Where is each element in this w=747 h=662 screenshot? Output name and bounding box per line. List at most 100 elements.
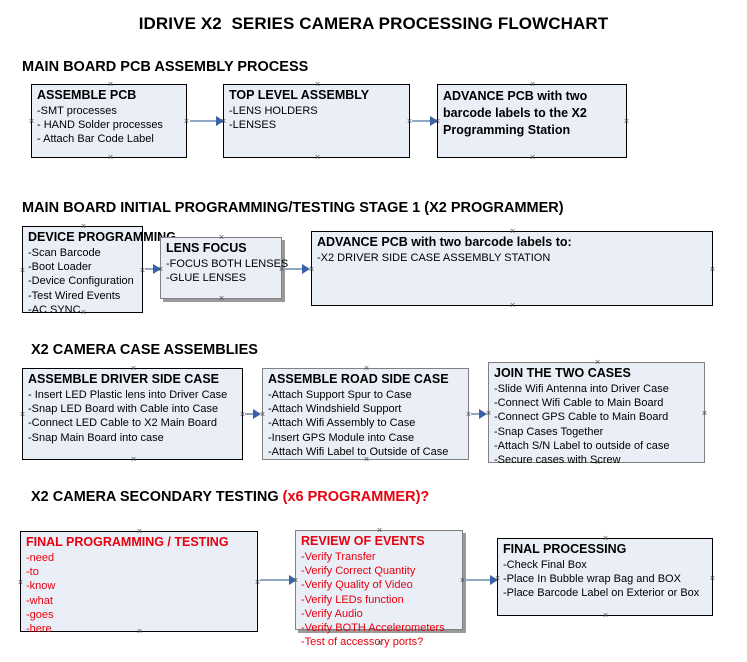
flow-box-title: REVIEW OF EVENTS (301, 534, 425, 548)
flow-box-line: -FOCUS BOTH LENSES (166, 258, 289, 270)
arrowhead-icon (253, 409, 261, 419)
connection-handle-top[interactable] (218, 234, 225, 241)
connection-handle-bottom[interactable] (107, 154, 114, 161)
flow-box-line: -Verify BOTH Accelerometers (301, 622, 445, 635)
flow-box-line: -Snap Cases Together (494, 425, 604, 438)
connection-handle-top[interactable] (314, 81, 321, 88)
flow-box-line: -Attach Windshield Support (268, 403, 402, 416)
flow-box-line: -LENS HOLDERS (229, 105, 318, 117)
flow-box-line: -LENSES (229, 119, 277, 132)
connection-handle-left[interactable] (494, 575, 501, 582)
flow-box-title: ADVANCE PCB with two barcode labels to t… (443, 89, 588, 137)
connection-handle-left[interactable] (157, 266, 164, 273)
section-heading-text: X2 CAMERA CASE ASSEMBLIES (31, 342, 258, 358)
connection-handle-top[interactable] (529, 81, 536, 88)
connection-handle-bottom[interactable] (80, 309, 87, 316)
connection-handle-top[interactable] (80, 223, 87, 230)
connection-handle-bottom[interactable] (218, 295, 225, 302)
flow-box-title: ASSEMBLE DRIVER SIDE CASE (28, 372, 220, 386)
connection-handle-left[interactable] (17, 579, 24, 586)
connector-arrow (412, 120, 434, 122)
connection-handle-bottom[interactable] (363, 456, 370, 463)
flow-box-line: -Attach Support Spur to Case (268, 389, 412, 401)
connection-handle-top[interactable] (602, 535, 609, 542)
connection-handle-bottom[interactable] (602, 612, 609, 619)
connection-handle-bottom[interactable] (314, 154, 321, 161)
flow-box-line: -Insert GPS Module into Case (268, 431, 415, 444)
flow-box-advance-pcb-to-x2-programming-station[interactable]: ADVANCE PCB with two barcode labels to t… (437, 84, 627, 158)
flow-box-line: -Attach S/N Label to outside of case (494, 439, 670, 452)
flow-box-line: -what (26, 594, 53, 607)
flow-box-line: -Scan Barcode (28, 247, 101, 259)
flow-box-line: -to (26, 566, 39, 579)
flow-box-line: -Attach Wifi Label to Outside of Case (268, 445, 449, 458)
flow-box-lens-focus[interactable]: LENS FOCUS -FOCUS BOTH LENSES -GLUE LENS… (157, 234, 289, 302)
connection-handle-bottom[interactable] (130, 456, 137, 463)
connection-handle-top[interactable] (136, 528, 143, 535)
connection-handle-left[interactable] (28, 118, 35, 125)
section-heading-text: MAIN BOARD PCB ASSEMBLY PROCESS (22, 59, 309, 75)
flow-box-line: -Secure cases with Screw (494, 454, 621, 467)
flow-box-line: -goes (26, 608, 54, 621)
connection-handle-top[interactable] (509, 228, 516, 235)
connection-handle-top[interactable] (594, 359, 601, 366)
connection-handle-left[interactable] (434, 118, 441, 125)
flow-box-title: FINAL PROCESSING (503, 542, 627, 556)
flow-box-title: LENS FOCUS (166, 241, 247, 255)
flow-box-assemble-road-side-case[interactable]: ASSEMBLE ROAD SIDE CASE -Attach Support … (262, 368, 469, 460)
connection-handle-left[interactable] (485, 410, 492, 417)
flow-box-assemble-pcb[interactable]: ASSEMBLE PCB -SMT processes - HAND Solde… (31, 84, 187, 158)
connection-handle-left[interactable] (292, 577, 299, 584)
arrowhead-icon (479, 409, 487, 419)
flow-box-line: -Check Final Box (503, 559, 587, 571)
flow-box-line: -know (26, 580, 56, 593)
connection-handle-top[interactable] (363, 365, 370, 372)
flow-box-title: DEVICE PROGRAMMING (28, 230, 176, 244)
arrowhead-icon (302, 264, 310, 274)
connector-arrow (284, 268, 306, 270)
flow-box-top-level-assembly[interactable]: TOP LEVEL ASSEMBLY -LENS HOLDERS -LENSES (223, 84, 410, 158)
connector-arrow (190, 120, 218, 122)
connection-handle-right[interactable] (709, 575, 716, 582)
flow-box-final-processing[interactable]: FINAL PROCESSING -Check Final Box -Place… (497, 538, 713, 616)
connection-handle-left[interactable] (19, 411, 26, 418)
section-heading-x2-camera-case-assemblies: X2 CAMERA CASE ASSEMBLIES (31, 342, 258, 358)
flow-box-join-the-two-cases[interactable]: JOIN THE TWO CASES -Slide Wifi Antenna i… (485, 359, 708, 466)
connection-handle-bottom[interactable] (509, 302, 516, 309)
connection-handle-bottom[interactable] (136, 628, 143, 635)
flow-box-device-programming[interactable]: DEVICE PROGRAMMING -Scan Barcode -Boot L… (19, 223, 176, 316)
connection-handle-left[interactable] (220, 118, 227, 125)
flow-box-final-programming-testing[interactable]: FINAL PROGRAMMING / TESTING -need -to -k… (17, 528, 258, 635)
flow-box-title: ASSEMBLE ROAD SIDE CASE (268, 372, 449, 386)
flow-box-title: ASSEMBLE PCB (37, 88, 137, 102)
connection-handle-top[interactable] (107, 81, 114, 88)
connection-handle-right[interactable] (183, 118, 190, 125)
flow-box-line: -Connect LED Cable to X2 Main Board (28, 417, 217, 430)
flow-box-line: -need (26, 552, 55, 564)
section-heading-text: MAIN BOARD INITIAL PROGRAMMING/TESTING S… (22, 200, 564, 216)
connection-handle-left[interactable] (259, 411, 266, 418)
flow-box-assemble-driver-side-case[interactable]: ASSEMBLE DRIVER SIDE CASE - Insert LED P… (22, 368, 243, 460)
connection-handle-top[interactable] (376, 527, 383, 534)
flow-box-line: -Snap Main Board into case (28, 431, 164, 444)
connection-handle-right[interactable] (623, 118, 630, 125)
connection-handle-left[interactable] (308, 266, 315, 273)
flow-box-line: -Snap LED Board with Cable into Case (28, 403, 219, 416)
flow-box-line: -here (26, 623, 52, 636)
connection-handle-right[interactable] (459, 577, 466, 584)
connection-handle-bottom[interactable] (376, 640, 383, 647)
flow-box-line: -Attach Wifi Assembly to Case (268, 417, 416, 430)
connection-handle-left[interactable] (19, 267, 26, 274)
connection-handle-right[interactable] (709, 266, 716, 273)
connection-handle-top[interactable] (130, 365, 137, 372)
connection-handle-bottom[interactable] (529, 154, 536, 161)
flow-box-line: - HAND Solder processes (37, 119, 163, 132)
flow-box-advance-pcb-to-driver-side-case-station[interactable]: ADVANCE PCB with two barcode labels to: … (311, 231, 713, 306)
flow-box-title: TOP LEVEL ASSEMBLY (229, 88, 370, 102)
flow-box-review-of-events[interactable]: REVIEW OF EVENTS -Verify Transfer -Verif… (292, 527, 466, 648)
connection-handle-bottom[interactable] (594, 459, 601, 466)
flow-box-line: -Verify Correct Quantity (301, 565, 416, 578)
flow-box-line: -Verify LEDs function (301, 593, 404, 606)
connection-handle-right[interactable] (701, 410, 708, 417)
flow-box-title: FINAL PROGRAMMING / TESTING (26, 535, 229, 549)
